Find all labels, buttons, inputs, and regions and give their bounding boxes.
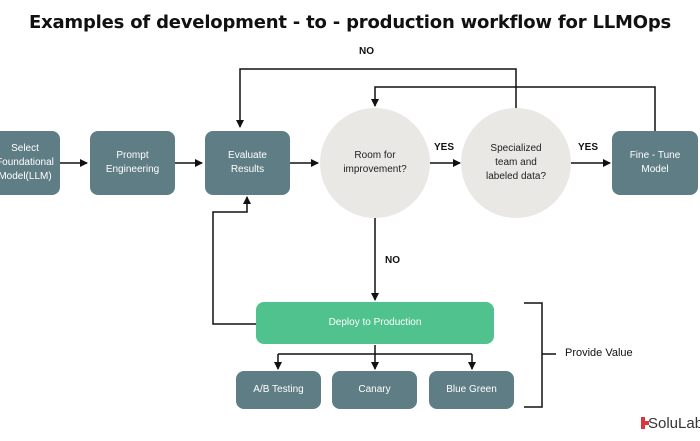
node-fine-tune-model: Fine - Tune Model (612, 131, 698, 195)
node-deploy-to-production: Deploy to Production (256, 302, 494, 344)
solulab-logo: SoluLab (641, 413, 700, 433)
solulab-logo-icon (641, 417, 649, 429)
solulab-logo-text: SoluLab (648, 414, 700, 432)
node-canary: Canary (332, 371, 417, 409)
diagram-title: Examples of development - to - productio… (28, 12, 672, 33)
node-canary-label: Canary (358, 384, 391, 395)
node-fine-tune-model-label: Fine - Tune Model (629, 150, 681, 175)
node-prompt-engineering: Prompt Engineering (90, 131, 175, 195)
node-deploy-to-production-label: Deploy to Production (328, 317, 422, 328)
node-blue-green-label: Blue Green (446, 384, 497, 395)
node-blue-green: Blue Green (429, 371, 514, 409)
arrow-finetune-to-room (371, 86, 656, 131)
edge-label-no-down: NO (385, 255, 400, 266)
arrow-deploy-to-evaluate (212, 196, 256, 325)
node-prompt-engineering-label: Prompt Engineering (105, 150, 160, 175)
decision-specialized-team: Specialized team and labeled data? (461, 108, 571, 218)
node-select-foundational-model-label: Select Foundational Model(LLM) (0, 143, 54, 182)
edge-label-no-top: NO (359, 46, 374, 57)
node-evaluate-results-label: Evaluate Results (228, 150, 267, 175)
decision-room-for-improvement-label: Room for improvement? (343, 150, 407, 175)
arrow-no-loop-to-evaluate (236, 68, 517, 128)
edge-label-yes-room: YES (434, 142, 455, 153)
node-evaluate-results: Evaluate Results (205, 131, 290, 195)
decision-specialized-team-label: Specialized team and labeled data? (485, 143, 547, 182)
node-ab-testing-label: A/B Testing (253, 384, 304, 395)
node-ab-testing: A/B Testing (236, 371, 321, 409)
decision-room-for-improvement: Room for improvement? (320, 108, 430, 218)
provide-value-label: Provide Value (565, 347, 633, 359)
provide-value-bracket (524, 302, 543, 408)
edge-label-yes-specialized: YES (578, 142, 599, 153)
node-select-foundational-model: Select Foundational Model(LLM) (0, 131, 60, 195)
